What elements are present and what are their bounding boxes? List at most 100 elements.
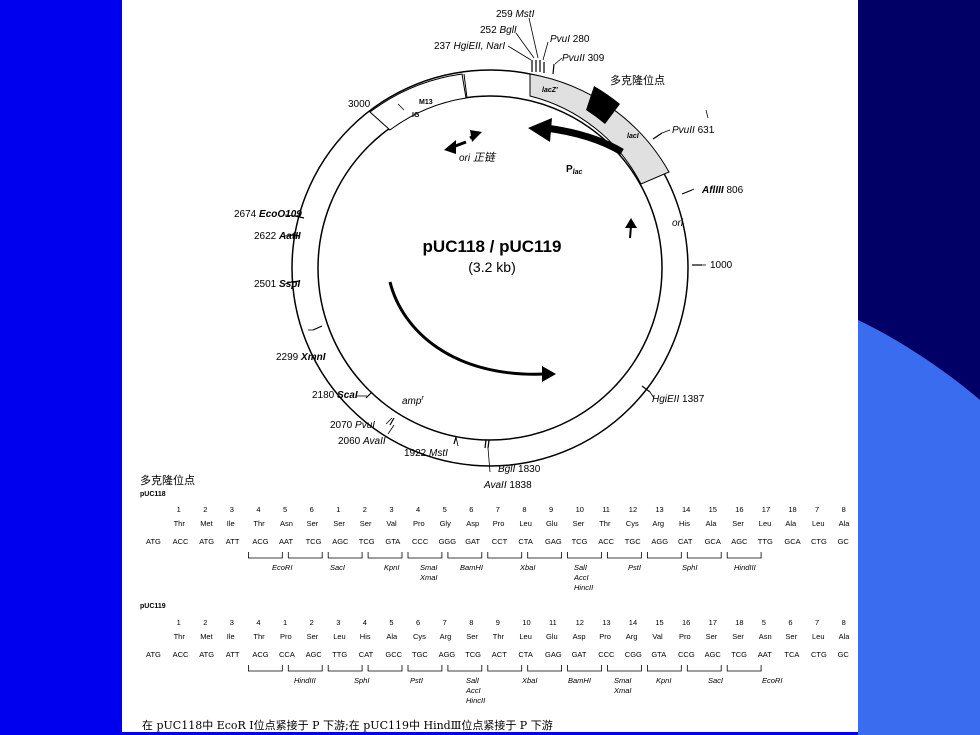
codon-number: 9 <box>549 505 553 514</box>
inner-ring <box>317 95 663 441</box>
codon-number: 6 <box>416 618 420 627</box>
codon: CAT <box>359 650 374 659</box>
amino-acid: His <box>360 632 371 641</box>
feature-m13-label: M13 <box>419 99 433 106</box>
codon: AAT <box>279 537 293 546</box>
amino-acid: Cys <box>413 632 426 641</box>
codon-number: 2 <box>363 505 367 514</box>
codon: CCA <box>279 650 295 659</box>
amino-acid: Ser <box>307 519 319 528</box>
codon-number: 5 <box>762 618 766 627</box>
amino-acid: Pro <box>599 632 611 641</box>
mcs-section-title: 多克隆位点 <box>140 473 195 487</box>
enzyme-label: AccI <box>573 573 589 582</box>
site-bracket <box>327 552 363 559</box>
site-bracket <box>487 552 523 559</box>
codon-number: 9 <box>496 618 500 627</box>
codon-number: 17 <box>709 618 717 627</box>
site-label-ssp1-2501: 2501 SspI <box>254 279 300 290</box>
codon: TTG <box>332 650 347 659</box>
amino-acid: Ala <box>839 632 851 641</box>
amino-acid: Ser <box>732 519 744 528</box>
site-label-hgie2-1387: HgiEII 1387 <box>652 394 705 405</box>
amino-acid: Val <box>386 519 397 528</box>
codon-number: 10 <box>522 618 530 627</box>
codon: CTA <box>518 650 532 659</box>
site-bracket <box>327 665 363 672</box>
enzyme-label: EcoRI <box>762 676 782 685</box>
diagram-page: 259 MstI 252 BglI 237 HgiEII, NarI PvuI … <box>122 0 858 732</box>
amino-acid: Thr <box>253 632 265 641</box>
codon-number: 1 <box>177 505 181 514</box>
amino-acid: Glu <box>546 632 558 641</box>
site-bracket <box>567 552 602 559</box>
amino-acid: Thr <box>174 519 186 528</box>
codon: ATG <box>146 650 161 659</box>
codon-number: 8 <box>522 505 526 514</box>
codon-number: 18 <box>735 618 743 627</box>
site-label-nar1-237: 237 HgiEII, NarI <box>434 41 505 52</box>
codon: GCC <box>385 650 402 659</box>
site-label-pvu2-631: PvuII 631 <box>672 125 715 136</box>
amino-acid: Ala <box>386 632 398 641</box>
amino-acid: Pro <box>413 519 425 528</box>
site-bracket <box>607 665 642 672</box>
site-label-3000: 3000 <box>348 99 371 110</box>
codon: GCA <box>705 537 721 546</box>
enzyme-label: HindIII <box>294 676 316 685</box>
codon: GAT <box>572 650 587 659</box>
codon: GAG <box>545 650 562 659</box>
mcs-label-map: 多克隆位点 <box>610 73 665 87</box>
enzyme-label: SalI <box>466 676 479 685</box>
feature-ig-label: IG <box>412 112 420 119</box>
codon: ATG <box>199 537 214 546</box>
amino-acid: Val <box>652 632 663 641</box>
site-label-ava2-1838: AvaII 1838 <box>483 480 532 491</box>
amino-acid: Met <box>200 519 213 528</box>
site-label-bgl1-252: 252 BglI <box>480 25 517 36</box>
codon: AGC <box>731 537 748 546</box>
amino-acid: Gly <box>440 519 452 528</box>
m13-ig-segment <box>369 73 467 131</box>
site-bracket <box>287 665 323 672</box>
amino-acid: Ala <box>706 519 718 528</box>
codon-number: 14 <box>682 505 690 514</box>
site-label-ecoo109-2674: 2674 EcoO109 <box>234 209 302 220</box>
site-label-pvu1-280: PvuI 280 <box>550 34 590 45</box>
feature-ori-plus-label: ori 正链 <box>459 151 497 164</box>
amino-acid: Pro <box>493 519 505 528</box>
codon: ACG <box>252 650 268 659</box>
site-label-xmn1-2299: 2299 XmnI <box>276 352 326 363</box>
codon: AGG <box>651 537 668 546</box>
codon-number: 4 <box>256 618 260 627</box>
codon-number: 14 <box>629 618 637 627</box>
enzyme-label: KpnI <box>656 676 671 685</box>
codon-number: 8 <box>842 618 846 627</box>
site-label-bgl1-1830: BglI 1830 <box>498 464 541 475</box>
enzyme-label: SmaI <box>614 676 632 685</box>
plac-arrow-head <box>528 118 552 142</box>
codon-number: 7 <box>815 618 819 627</box>
ori-plus-arrow-right <box>470 130 482 142</box>
codon: GTA <box>651 650 666 659</box>
codon-number: 5 <box>443 505 447 514</box>
site-bracket <box>527 665 562 672</box>
amino-acid: Arg <box>440 632 452 641</box>
codon: ACT <box>492 650 507 659</box>
amino-acid: Ser <box>307 632 319 641</box>
amino-acid: Glu <box>546 519 558 528</box>
codon: ATT <box>226 650 240 659</box>
site-bracket <box>686 665 722 672</box>
amino-acid: Ser <box>360 519 372 528</box>
site-label-1000: 1000 <box>710 260 733 271</box>
outer-ring <box>291 69 689 467</box>
amino-acid: Thr <box>493 632 505 641</box>
site-bracket <box>447 552 483 559</box>
site-bracket <box>647 665 682 672</box>
enzyme-label: XbaI <box>519 563 535 572</box>
codon: CAT <box>678 537 693 546</box>
amino-acid: Thr <box>253 519 265 528</box>
codon-number: 15 <box>655 618 663 627</box>
amino-acid: Cys <box>626 519 639 528</box>
